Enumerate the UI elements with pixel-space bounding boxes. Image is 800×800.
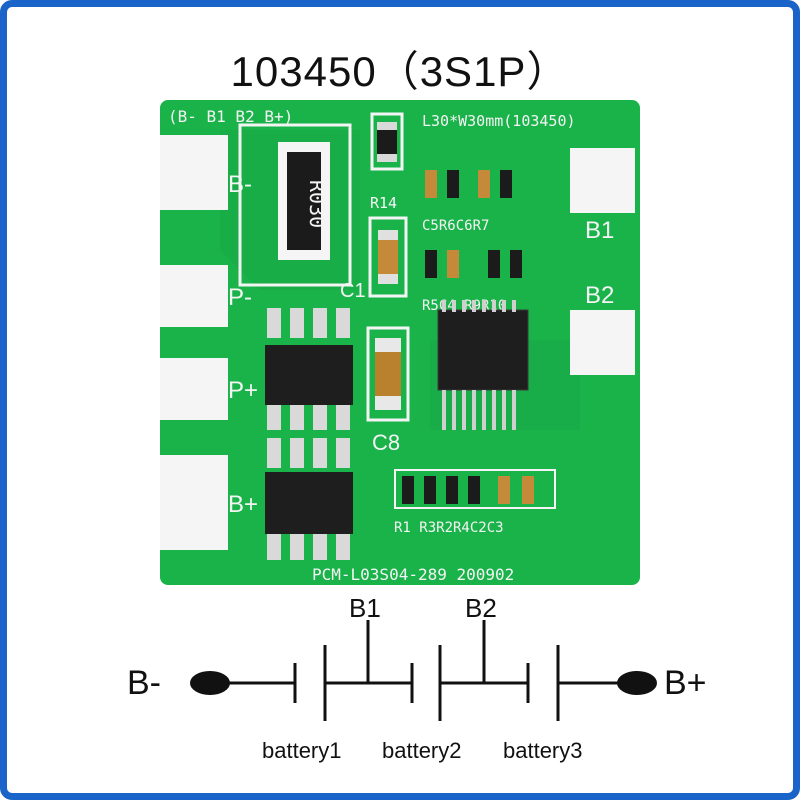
pad-p-minus	[160, 265, 228, 327]
terminal-dot-b-plus	[617, 671, 657, 695]
c1-body	[378, 230, 398, 284]
protection-ic	[437, 300, 529, 430]
label-p-plus: P+	[228, 377, 258, 404]
bottom-row-outline	[394, 469, 556, 509]
pad-b-plus	[160, 455, 228, 550]
pad-b1	[570, 148, 635, 213]
smd-group-c5r6c6r7	[425, 170, 512, 198]
tap-label-b2: B2	[465, 593, 497, 623]
smd-group-r5c4r9r10	[425, 250, 522, 278]
mosfet-lower	[265, 438, 353, 560]
shunt-resistor-code: R030	[305, 180, 329, 228]
r14-cap-top	[377, 122, 397, 130]
mosfet-upper	[265, 308, 353, 430]
c8-outline	[366, 326, 410, 422]
header-pins-text: (B- B1 B2 B+)	[168, 107, 293, 126]
label-b-plus: B+	[228, 491, 258, 518]
shunt-resistor	[287, 152, 321, 250]
r14-cap-bottom	[377, 154, 397, 162]
label-b2: B2	[585, 282, 614, 309]
terminal-label-b-minus: B-	[127, 664, 161, 702]
label-c1: C1	[340, 280, 366, 302]
pad-b-minus	[160, 135, 228, 210]
pcb-board: (B- B1 B2 B+) L30*W30mm(103450) B- P- P+…	[160, 100, 640, 585]
footer-text: PCM-L03S04-289 200902	[312, 565, 514, 584]
label-bottom-row: R1 R3R2R4C2C3	[394, 520, 504, 536]
label-r14: R14	[370, 194, 397, 212]
c1-cap-top	[378, 230, 398, 240]
label-p-minus: P-	[228, 284, 252, 311]
r14-body	[377, 122, 397, 162]
tap-label-b1: B1	[349, 593, 381, 623]
terminal-label-b-plus: B+	[664, 664, 707, 702]
label-c8: C8	[372, 430, 400, 455]
smd-group-bottom	[402, 476, 534, 504]
r14-outline	[370, 112, 404, 171]
dimension-text: L30*W30mm(103450)	[422, 112, 576, 130]
label-b-minus: B-	[228, 171, 252, 198]
c8-cap-bottom	[375, 396, 401, 410]
label-c5r6c6r7: C5R6C6R7	[422, 218, 489, 234]
pad-p-plus	[160, 358, 228, 420]
battery2-label: battery2	[382, 738, 462, 763]
battery3-label: battery3	[503, 738, 583, 763]
silk-outline-r030	[238, 123, 352, 287]
page-title: 103450（3S1P）	[230, 48, 570, 95]
c8-cap-top	[375, 338, 401, 352]
battery-schematic: B- B1 B2 B+ battery1 battery2 battery3	[127, 593, 707, 763]
c1-cap-bottom	[378, 274, 398, 284]
pad-b2	[570, 310, 635, 375]
c1-outline	[368, 216, 408, 298]
battery1-label: battery1	[262, 738, 342, 763]
label-b1: B1	[585, 217, 614, 244]
